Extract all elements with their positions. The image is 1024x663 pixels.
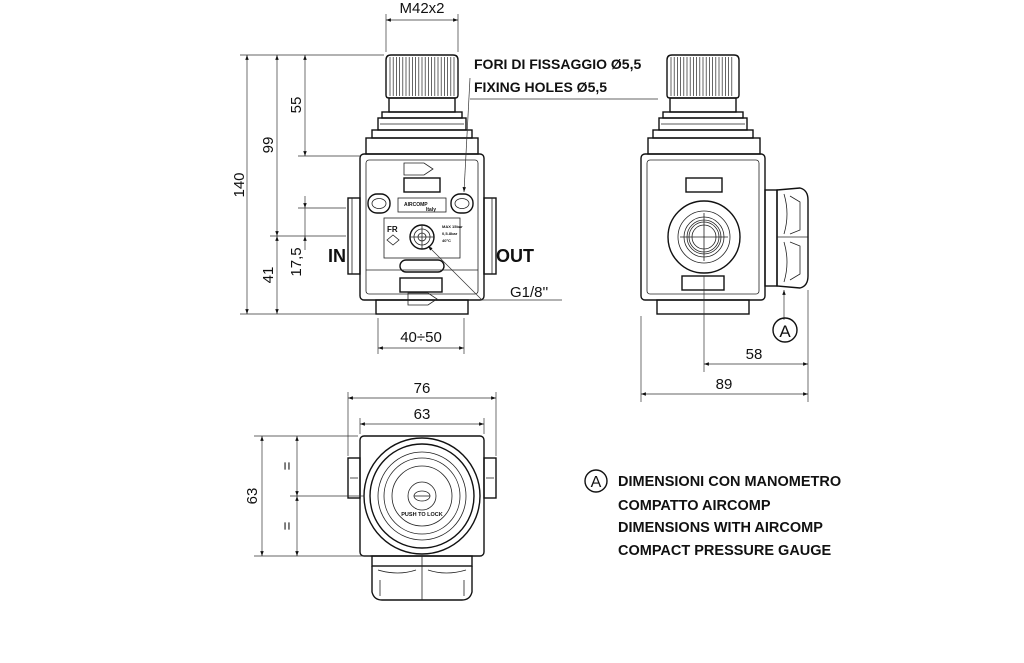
front-body: AIRCOMP Italy FR MAX 15bar 0,5-8bar 40°C	[347, 153, 497, 315]
front-knob-knurl	[389, 57, 455, 96]
label-gauge-port: G1/8''	[510, 284, 548, 301]
face-spec-2: 0,5-8bar	[442, 231, 458, 236]
label-in: IN	[328, 246, 346, 266]
top-gauge	[371, 555, 473, 601]
front-view: AIRCOMP Italy FR MAX 15bar 0,5-8bar 40°C	[231, 0, 658, 354]
side-body	[640, 153, 809, 315]
side-knob-knurl	[670, 57, 733, 96]
legend-line-3: DIMENSIONS WITH AIRCOMP	[618, 520, 823, 536]
legend-line-1: DIMENSIONI CON MANOMETRO	[618, 474, 841, 490]
note-fixing-holes-en: FIXING HOLES Ø5,5	[474, 79, 607, 95]
dim-equal-bottom: =	[279, 521, 296, 530]
dim-top-depth: 63	[244, 488, 261, 505]
dim-side-depth-inner: 58	[746, 346, 763, 363]
dim-lower-height: 41	[260, 267, 277, 284]
label-out: OUT	[496, 246, 534, 266]
dim-port-center: 17,5	[288, 247, 305, 276]
legend-line-2: COMPATTO AIRCOMP	[618, 498, 771, 514]
face-spec-1: MAX 15bar	[442, 224, 463, 229]
face-model: FR	[387, 225, 398, 234]
dim-front-total-height: 140	[231, 172, 248, 197]
dim-side-depth-total: 89	[716, 376, 733, 393]
dim-equal-top: =	[279, 461, 296, 470]
side-marker-a: A	[779, 322, 791, 341]
face-origin: Italy	[426, 207, 436, 213]
top-view: PUSH TO LOCK 76 63 63 = =	[244, 380, 497, 601]
face-brand: AIRCOMP	[404, 202, 428, 208]
side-knob	[647, 54, 761, 155]
front-knob	[365, 54, 479, 155]
face-spec-3: 40°C	[442, 238, 451, 243]
dim-thread: M42x2	[399, 0, 444, 17]
legend: A DIMENSIONI CON MANOMETRO COMPATTO AIRC…	[584, 469, 841, 559]
dim-panel-thickness: 40÷50	[400, 329, 442, 346]
legend-line-4: COMPACT PRESSURE GAUGE	[618, 543, 832, 559]
dim-top-outer-width: 76	[414, 380, 431, 397]
compact-gauge	[764, 187, 809, 289]
side-view: A 58 89	[640, 54, 809, 402]
dim-top-body-width: 63	[414, 406, 431, 423]
legend-marker: A	[591, 474, 602, 491]
cap-text: PUSH TO LOCK	[401, 512, 442, 518]
dim-knob-height: 55	[288, 97, 305, 114]
note-fixing-holes-it: FORI DI FISSAGGIO Ø5,5	[474, 56, 641, 72]
dim-front-upper-height: 99	[260, 137, 277, 154]
